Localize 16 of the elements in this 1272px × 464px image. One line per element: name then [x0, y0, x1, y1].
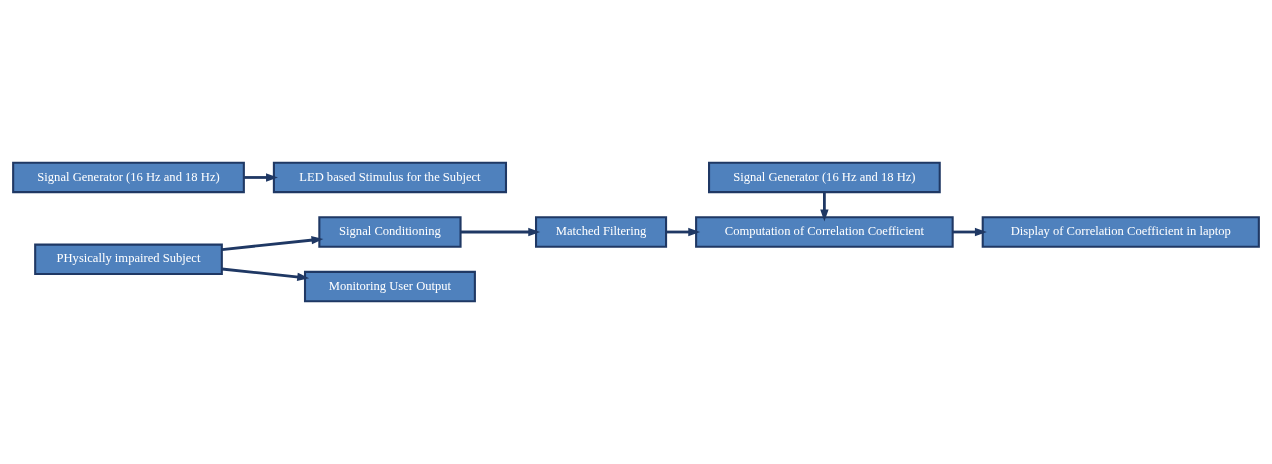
arrow: [952, 227, 987, 237]
node-box: Monitoring User Output: [303, 270, 476, 303]
arrow: [460, 227, 541, 237]
arrow: [244, 173, 278, 182]
node-box: Signal Generator (16 Hz and 18 Hz): [12, 161, 245, 194]
node-box: Computation of Correlation Coefficient: [695, 216, 954, 248]
arrow: [820, 192, 829, 222]
node-box: Signal Generator (16 Hz and 18 Hz): [708, 161, 941, 194]
node-box: Signal Conditioning: [318, 216, 462, 248]
node-box: Display of Correlation Coefficient in laptop: [981, 216, 1260, 248]
arrow: [221, 236, 324, 251]
node-box: PHysically impaired Subject: [34, 243, 223, 275]
arrow: [221, 267, 310, 282]
arrow: [666, 227, 701, 237]
node-box: LED based Stimulus for the Subject: [272, 161, 508, 194]
node-box: Matched Filtering: [535, 216, 668, 248]
